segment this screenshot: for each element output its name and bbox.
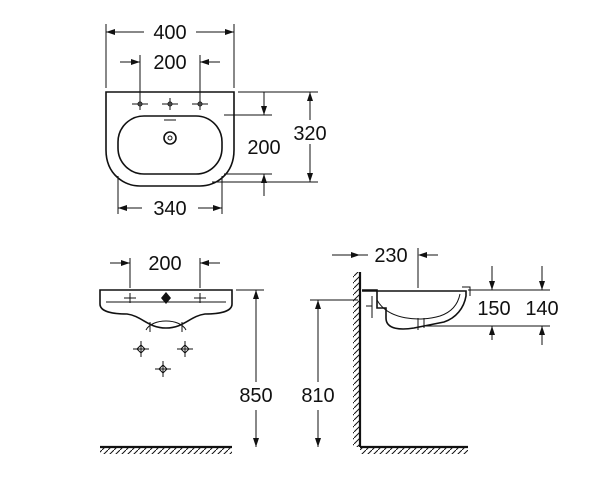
front-tap-hole-right-icon	[194, 293, 206, 303]
template-cross-left-icon	[133, 341, 149, 357]
front-tap-hole-left-icon	[124, 293, 136, 303]
dimension-150-label: 150	[477, 298, 510, 320]
dimension-tap-spacing: 200	[120, 52, 220, 98]
tap-hole-right-icon	[192, 98, 208, 110]
tap-hole-center-icon	[162, 98, 178, 110]
top-view-basin-outline	[105, 91, 235, 187]
dimension-bowl-depth: 200	[224, 92, 281, 196]
front-view-basin	[99, 289, 233, 329]
dimension-overall-width: 400	[105, 22, 235, 88]
dimension-200-top-label: 200	[153, 52, 186, 74]
dimension-bowl-width: 340	[117, 176, 223, 220]
dimension-340-label: 340	[153, 198, 186, 220]
dimension-200-front-label: 200	[148, 253, 181, 275]
dimension-projection: 230	[332, 245, 438, 288]
dimension-230-label: 230	[374, 245, 407, 267]
side-view: 230 150 140 810	[301, 245, 559, 454]
template-cross-bottom-icon	[155, 361, 171, 377]
dimension-320-label: 320	[293, 123, 326, 145]
dimension-400-label: 400	[153, 22, 186, 44]
dimension-front-tap-spacing: 200	[110, 253, 220, 288]
dimension-rim-to-fixing: 150	[426, 266, 511, 340]
dimension-850-label: 850	[239, 385, 272, 407]
dimension-rim-height: 850	[236, 289, 273, 447]
front-tap-hole-center-icon	[161, 292, 171, 304]
dimension-waste-height: 140	[500, 266, 559, 345]
top-view-bowl	[117, 115, 223, 175]
top-view: 400 200 340 200	[105, 22, 327, 220]
front-view: 200 850	[99, 253, 273, 454]
side-view-basin	[362, 289, 467, 330]
dimension-overall-depth: 320	[212, 91, 327, 183]
drain-hole	[163, 131, 177, 145]
tap-hole-left-icon	[132, 98, 148, 110]
dimension-200-depth-label: 200	[247, 137, 280, 159]
template-cross-right-icon	[177, 341, 193, 357]
dimension-810-label: 810	[301, 385, 334, 407]
dimension-fixing-height: 810	[301, 299, 358, 447]
dimension-140-label: 140	[525, 298, 558, 320]
